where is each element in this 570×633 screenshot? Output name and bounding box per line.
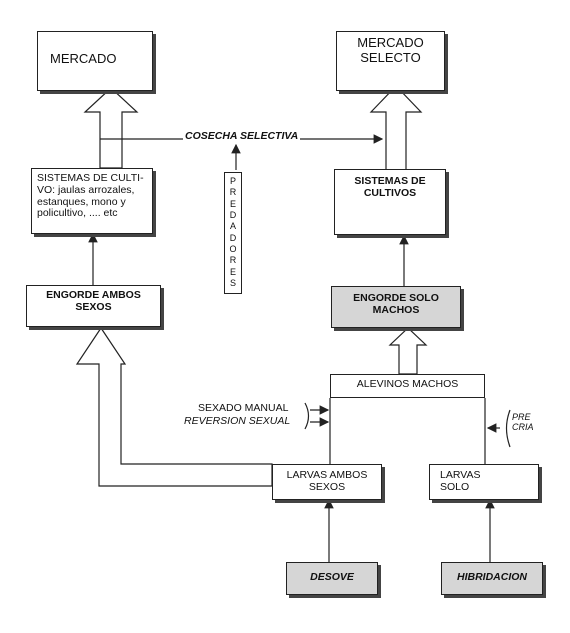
hollow-arrow-to-mercado: [83, 87, 139, 169]
desove-label: DESOVE: [310, 571, 354, 583]
cosecha-selectiva-label: COSECHA SELECTIVA: [183, 130, 301, 143]
predadores-label: P R E D A D O R E S: [229, 176, 237, 288]
engorde-machos-label: ENGORDE SOLO MACHOS: [353, 292, 439, 316]
hollow-arrow-to-engorde-machos: [388, 327, 428, 375]
mercado-box: MERCADO: [37, 31, 153, 91]
sistemas-cultivos-right-label: SISTEMAS DE CULTIVOS: [354, 175, 426, 199]
hibridacion-label: HIBRIDACION: [457, 571, 527, 583]
reversion-sexual-label: REVERSION SEXUAL: [184, 415, 291, 427]
alevinos-machos-box: ALEVINOS MACHOS: [330, 374, 485, 398]
larvas-ambos-box: LARVAS AMBOS SEXOS: [272, 464, 382, 500]
larvas-ambos-label: LARVAS AMBOS SEXOS: [286, 469, 368, 493]
hollow-arrow-to-engorde-ambos: [75, 326, 273, 487]
desove-box: DESOVE: [286, 562, 378, 595]
hibridacion-box: HIBRIDACION: [441, 562, 543, 595]
larvas-solo-label: LARVAS SOLO: [440, 469, 481, 493]
pre-cria-label: PRE CRIA: [512, 412, 534, 433]
engorde-machos-box: ENGORDE SOLO MACHOS: [331, 286, 461, 328]
sexado-manual-label: SEXADO MANUAL: [198, 402, 289, 414]
mercado-selecto-box: MERCADO SELECTO: [336, 31, 445, 91]
sistemas-cultivo-left-label: SISTEMAS DE CULTI- VO: jaulas arrozales,…: [37, 172, 144, 220]
sexado-brace: [304, 402, 310, 430]
pre-cria-brace: [505, 409, 511, 448]
hollow-arrow-to-mercado-selecto: [369, 85, 423, 171]
mercado-selecto-label: MERCADO SELECTO: [357, 35, 424, 65]
engorde-ambos-label: ENGORDE AMBOS SEXOS: [46, 289, 141, 313]
larvas-solo-box: LARVAS SOLO: [429, 464, 539, 500]
sistemas-cultivos-right-box: SISTEMAS DE CULTIVOS: [334, 169, 446, 235]
predadores-box: P R E D A D O R E S: [224, 172, 242, 294]
alevinos-machos-label: ALEVINOS MACHOS: [356, 378, 459, 390]
sistemas-cultivo-left-box: SISTEMAS DE CULTI- VO: jaulas arrozales,…: [31, 168, 153, 234]
mercado-label: MERCADO: [50, 51, 117, 66]
engorde-ambos-box: ENGORDE AMBOS SEXOS: [26, 285, 161, 327]
